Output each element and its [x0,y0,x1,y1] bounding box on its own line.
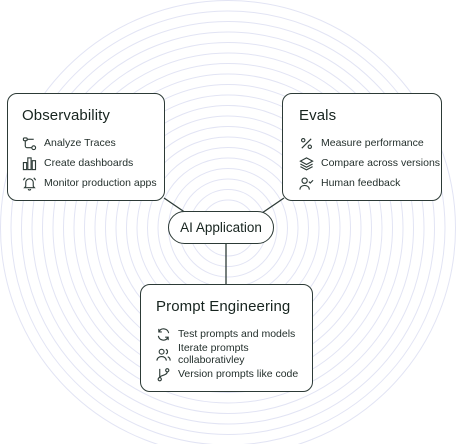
background-ring [52,52,404,404]
evals-card: Evals Measure performance [282,93,442,201]
list-item-compare-versions: Compare across versions [299,153,441,173]
background-ring [21,21,435,435]
list-item-analyze-traces: Analyze Traces [22,133,164,153]
background-ring [63,63,393,393]
background-ring [42,42,414,414]
item-label: Human feedback [321,177,401,189]
item-label: Analyze Traces [44,137,116,149]
ai-application-node: AI Application [168,211,274,244]
ai-application-label: AI Application [180,220,262,235]
background-ring [10,10,446,444]
connector-evals [261,197,285,214]
observability-card: Observability Analyze Traces [7,93,165,201]
item-label: Create dashboards [44,157,134,169]
list-item-create-dashboards: Create dashboards [22,153,164,173]
bar-chart-icon [22,156,37,171]
users-icon [156,347,171,362]
item-label: Version prompts like code [178,368,299,380]
list-item-monitor-production: Monitor production apps [22,173,164,193]
layers-icon [299,156,314,171]
item-label: Iterate prompts collaborativley [178,342,249,366]
list-item-test-prompts: Test prompts and models [156,324,312,344]
connector-observability [163,197,187,214]
list-item-iterate-prompts: Iterate prompts collaborativley [156,342,312,366]
refresh-icon [156,327,171,342]
bell-icon [22,176,37,191]
evals-title: Evals [299,107,337,124]
list-item-human-feedback: Human feedback [299,173,441,193]
percent-icon [299,136,314,151]
list-item-version-prompts: Version prompts like code [156,364,312,384]
prompt-engineering-card: Prompt Engineering Test prompts and mode… [140,284,313,392]
user-check-icon [299,176,314,191]
observability-title: Observability [22,107,110,124]
prompt-engineering-title: Prompt Engineering [156,298,291,315]
item-label: Monitor production apps [44,177,157,189]
git-branch-icon [156,367,171,382]
list-item-measure-performance: Measure performance [299,133,441,153]
item-label: Test prompts and models [178,328,296,340]
item-label: Measure performance [321,137,424,149]
item-label: Compare across versions [321,157,441,169]
background-ring [31,31,425,425]
traces-icon [22,136,37,151]
